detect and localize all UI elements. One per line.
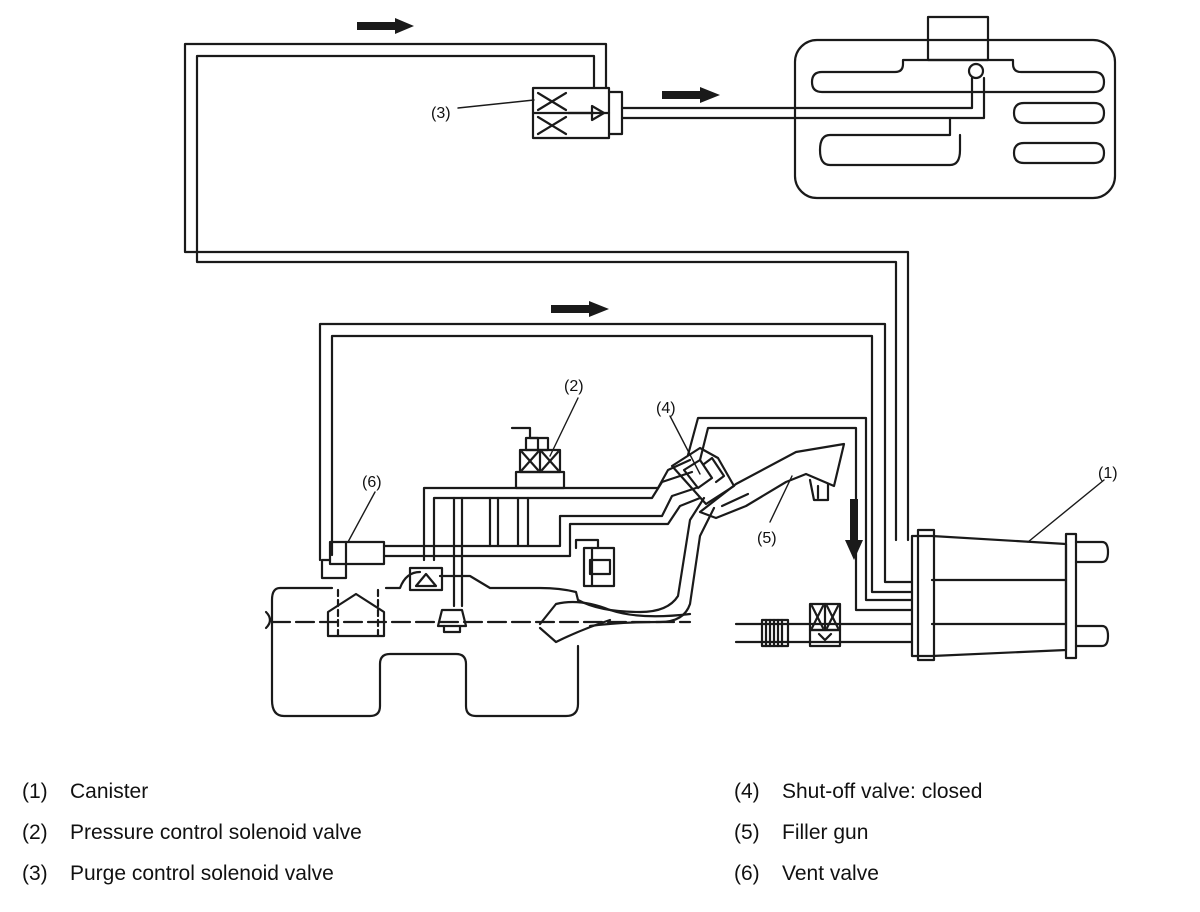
legend-item-shut-off-valve: (4) Shut-off valve: closed xyxy=(734,780,982,804)
vent-valve xyxy=(320,540,386,580)
purge-control-solenoid-valve xyxy=(531,86,624,140)
leader-lines xyxy=(347,99,1105,543)
legend-number: (4) xyxy=(734,780,760,803)
evap-system-diagram: (1) (2) (3) (4) (5) (6) xyxy=(183,15,1118,718)
filler-neck xyxy=(576,496,716,628)
drain-valve xyxy=(574,538,616,588)
callout-filler-gun: (5) xyxy=(757,530,777,547)
pressure-line xyxy=(382,458,702,608)
legend-number: (1) xyxy=(22,780,48,803)
legend-item-vent-valve: (6) Vent valve xyxy=(734,862,879,886)
legend-item-purge-control-solenoid-valve: (3) Purge control solenoid valve xyxy=(22,862,334,886)
callout-canister: (1) xyxy=(1098,465,1118,482)
legend-label: Canister xyxy=(70,780,149,803)
rollover-valve xyxy=(408,566,444,592)
legend-number: (5) xyxy=(734,821,760,844)
legend-number: (2) xyxy=(22,821,48,844)
legend-label: Shut-off valve: closed xyxy=(782,780,983,803)
flow-arrows xyxy=(357,18,863,560)
callout-shut-off-valve: (4) xyxy=(656,400,676,417)
canister xyxy=(910,528,1110,662)
legend-label: Pressure control solenoid valve xyxy=(70,821,362,844)
legend-item-filler-gun: (5) Filler gun xyxy=(734,821,868,845)
callout-purge-valve: (3) xyxy=(431,105,451,122)
shutoff-line xyxy=(686,416,914,612)
legend-label: Purge control solenoid valve xyxy=(70,862,334,885)
pressure-control-solenoid-valve xyxy=(510,426,566,490)
legend-label: Filler gun xyxy=(782,821,869,844)
purge-line xyxy=(183,42,910,542)
legend-label: Vent valve xyxy=(782,862,879,885)
legend-number: (3) xyxy=(22,862,48,885)
legend-item-canister: (1) Canister xyxy=(22,780,148,804)
intake-manifold xyxy=(793,15,1117,200)
legend-item-pressure-control-solenoid-valve: (2) Pressure control solenoid valve xyxy=(22,821,362,845)
drain-line xyxy=(734,602,914,648)
callout-pressure-valve: (2) xyxy=(564,378,584,395)
vent-line xyxy=(318,322,914,594)
shut-off-valve xyxy=(670,446,736,506)
fuel-tank xyxy=(264,570,692,718)
filler-gun xyxy=(698,442,846,520)
callout-vent-valve: (6) xyxy=(362,474,382,491)
legend-number: (6) xyxy=(734,862,760,885)
